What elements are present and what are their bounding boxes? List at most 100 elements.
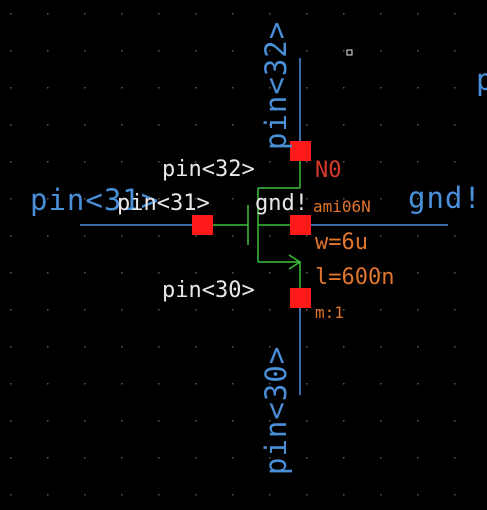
wire-label-top[interactable]: pin<32> — [259, 21, 293, 150]
grid-dot — [10, 494, 12, 496]
grid-dot — [121, 161, 123, 163]
grid-dot — [454, 494, 456, 496]
grid-dot — [195, 198, 197, 200]
grid-dot — [343, 309, 345, 311]
grid-dot — [454, 383, 456, 385]
wire-label-right[interactable]: gnd! — [408, 181, 482, 215]
grid-dot — [269, 161, 271, 163]
grid-dot — [10, 13, 12, 15]
grid-dot — [47, 124, 49, 126]
grid-dot — [417, 272, 419, 274]
grid-dot — [232, 494, 234, 496]
wire-label-left[interactable]: pin<31> — [30, 183, 159, 217]
grid-dot — [269, 457, 271, 459]
grid-dot — [47, 420, 49, 422]
grid-dot — [417, 309, 419, 311]
grid-dot — [10, 309, 12, 311]
instance-length: l=600n — [315, 265, 394, 290]
grid-dot — [121, 420, 123, 422]
grid-dot — [158, 457, 160, 459]
wire-label-bottom[interactable]: pin<30> — [259, 346, 293, 475]
grid-dot — [306, 309, 308, 311]
grid-dot — [306, 124, 308, 126]
grid-dot — [417, 161, 419, 163]
grid-dot — [232, 13, 234, 15]
grid-dot — [417, 50, 419, 52]
grid-dot — [343, 272, 345, 274]
grid-dot — [269, 124, 271, 126]
grid-dot — [10, 420, 12, 422]
grid-dot — [380, 494, 382, 496]
grid-dot — [195, 346, 197, 348]
grid-dot — [232, 346, 234, 348]
grid-dot — [306, 161, 308, 163]
grid-dot — [84, 420, 86, 422]
grid-dot — [84, 272, 86, 274]
grid-dot — [380, 198, 382, 200]
drain-pin[interactable] — [290, 141, 311, 161]
grid-dot — [269, 272, 271, 274]
grid-dot — [269, 50, 271, 52]
grid-dot — [84, 198, 86, 200]
grid-dot — [47, 494, 49, 496]
grid-dot — [84, 124, 86, 126]
nmos-transistor-symbol[interactable] — [200, 150, 302, 300]
grid-dot — [121, 457, 123, 459]
grid-dot — [417, 124, 419, 126]
grid-dot — [121, 124, 123, 126]
grid-dot — [195, 161, 197, 163]
grid-dot — [121, 198, 123, 200]
source-arrow-icon — [288, 254, 302, 270]
grid-dot — [306, 198, 308, 200]
grid-dot — [195, 457, 197, 459]
grid-dot — [10, 198, 12, 200]
grid-dot — [47, 235, 49, 237]
drain-terminal-label: pin<32> — [162, 157, 255, 182]
grid-dot — [454, 420, 456, 422]
grid-dot — [269, 494, 271, 496]
instance-name[interactable]: N0 — [315, 158, 342, 183]
grid-dot — [454, 87, 456, 89]
grid-dot — [47, 272, 49, 274]
grid-dot — [195, 309, 197, 311]
grid-dot — [269, 198, 271, 200]
grid-dot — [121, 494, 123, 496]
grid-dot — [158, 272, 160, 274]
marker-square — [346, 49, 353, 56]
grid-dot — [10, 50, 12, 52]
grid-dot — [158, 198, 160, 200]
grid-dot — [10, 87, 12, 89]
grid-dot — [158, 50, 160, 52]
grid-dot — [121, 272, 123, 274]
grid-dot — [158, 383, 160, 385]
source-pin[interactable] — [290, 288, 311, 308]
grid-dot — [380, 124, 382, 126]
grid-dot — [10, 124, 12, 126]
grid-dot — [417, 420, 419, 422]
gate-pin[interactable] — [192, 215, 213, 235]
grid-dot — [121, 235, 123, 237]
bulk-pin[interactable] — [290, 215, 311, 235]
grid-dot — [306, 235, 308, 237]
grid-dot — [454, 309, 456, 311]
gate-terminal-label: pin<31> — [117, 191, 210, 216]
grid-dot — [454, 346, 456, 348]
grid-dot — [417, 13, 419, 15]
grid-dot — [380, 383, 382, 385]
bulk-terminal-label: gnd! — [255, 191, 308, 216]
grid-dot — [269, 13, 271, 15]
grid-dot — [232, 272, 234, 274]
grid-dot — [121, 87, 123, 89]
grid-dot — [380, 50, 382, 52]
grid-dot — [306, 272, 308, 274]
grid-dot — [269, 235, 271, 237]
grid-dot — [232, 457, 234, 459]
grid-dot — [343, 457, 345, 459]
grid-dot — [232, 124, 234, 126]
grid-dot — [269, 383, 271, 385]
grid-dot — [232, 198, 234, 200]
instance-multiplier: m:1 — [315, 303, 344, 322]
grid-dot — [84, 457, 86, 459]
grid-dot — [47, 87, 49, 89]
